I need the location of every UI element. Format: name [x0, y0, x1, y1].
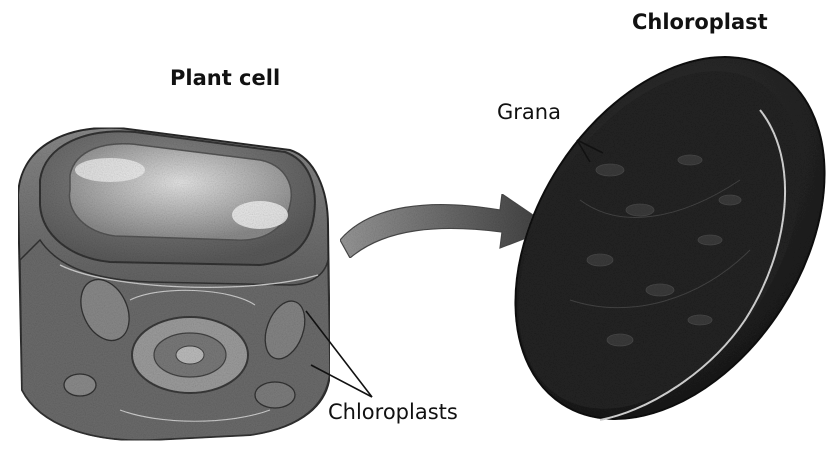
vacuole-highlight — [75, 158, 145, 182]
chloroplast-title: Chloroplast — [632, 10, 768, 34]
transition-arrow — [340, 194, 552, 258]
grana-label: Grana — [497, 100, 561, 124]
plant-cell-title: Plant cell — [170, 66, 280, 90]
cell-chloroplast — [255, 382, 295, 408]
chloroplasts-label: Chloroplasts — [328, 400, 458, 424]
vacuole-highlight — [232, 201, 288, 229]
cell-chloroplast — [64, 374, 96, 396]
plant-cell-illustration — [18, 128, 330, 440]
nucleolus — [176, 346, 204, 364]
